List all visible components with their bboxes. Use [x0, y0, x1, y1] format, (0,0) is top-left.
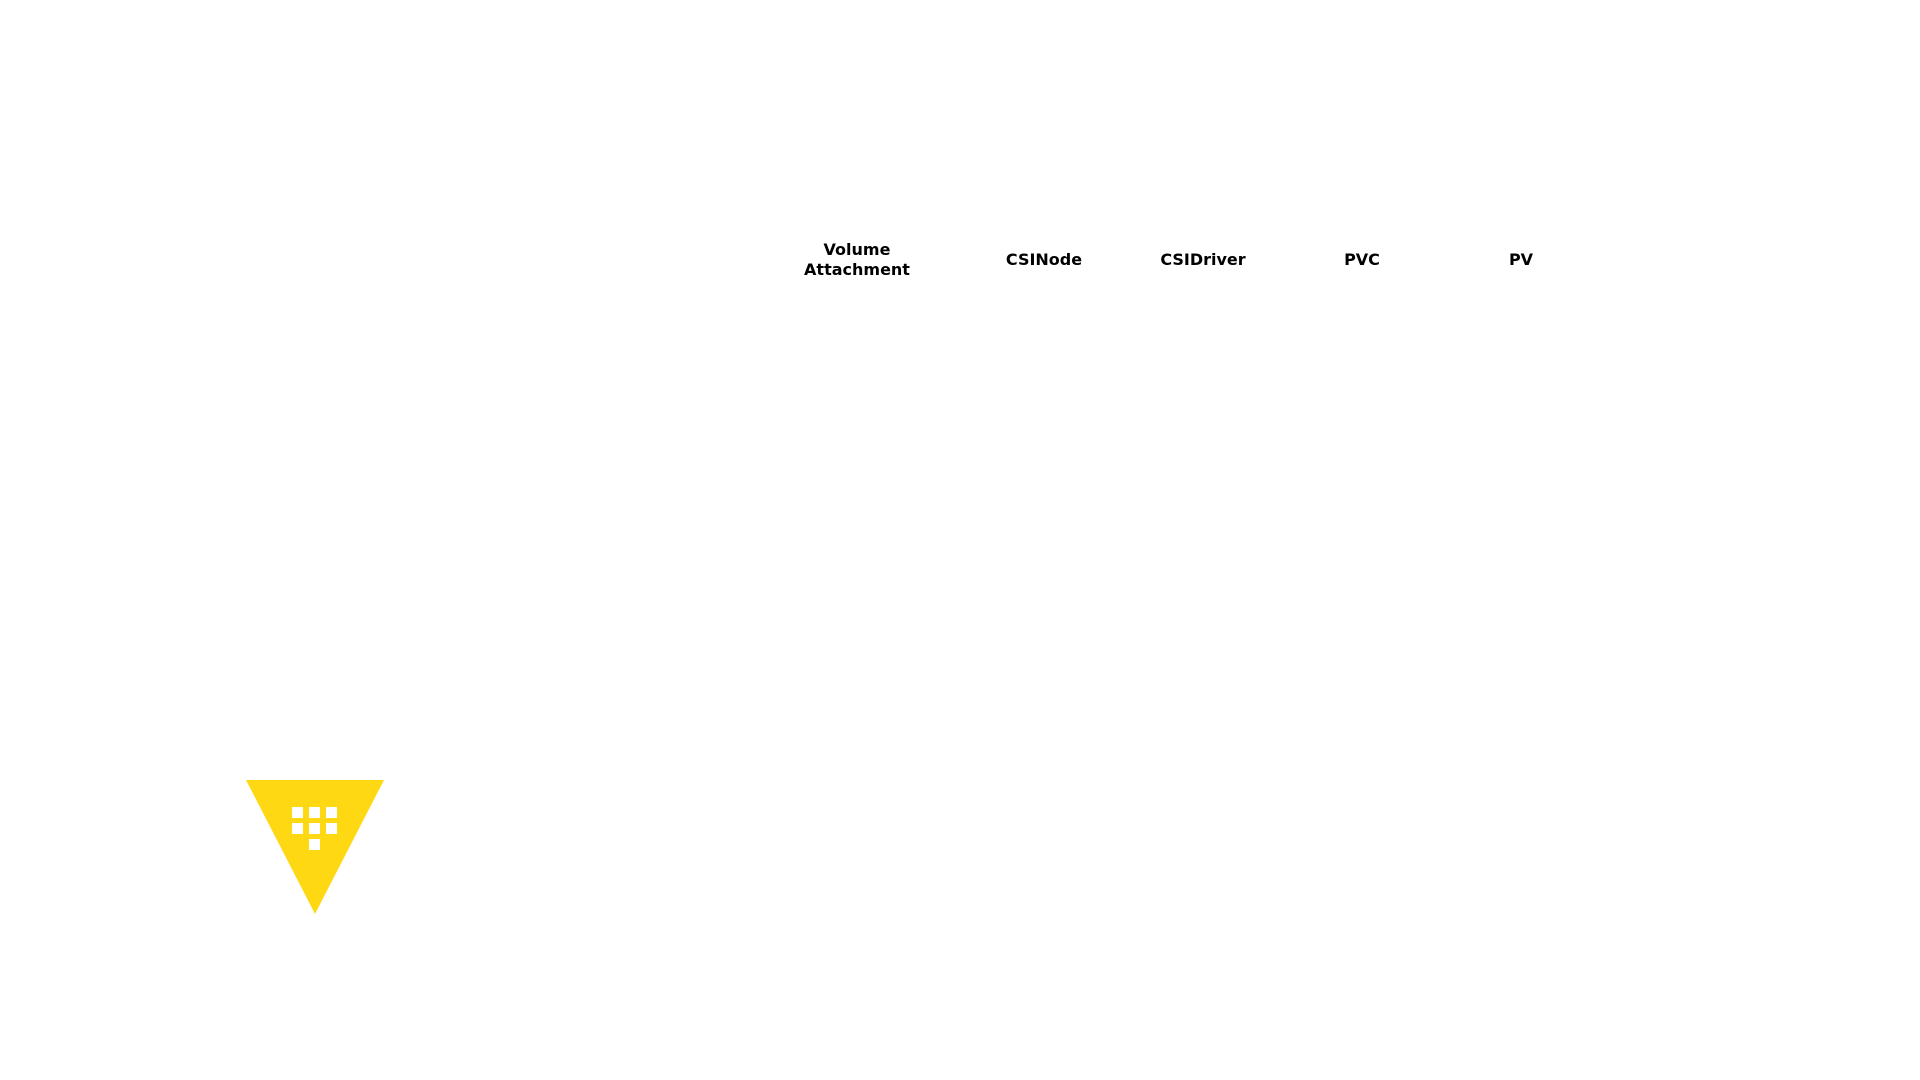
label-csidriver: CSIDriver — [1160, 250, 1246, 269]
label-csinode: CSINode — [1005, 250, 1083, 269]
vault-logo-icon — [246, 780, 384, 914]
label-pv: PV — [1508, 250, 1534, 269]
label-volume-attachment: Volume Attachment — [804, 240, 910, 279]
label-pvc: PVC — [1344, 250, 1380, 269]
logo-dots — [292, 807, 337, 850]
